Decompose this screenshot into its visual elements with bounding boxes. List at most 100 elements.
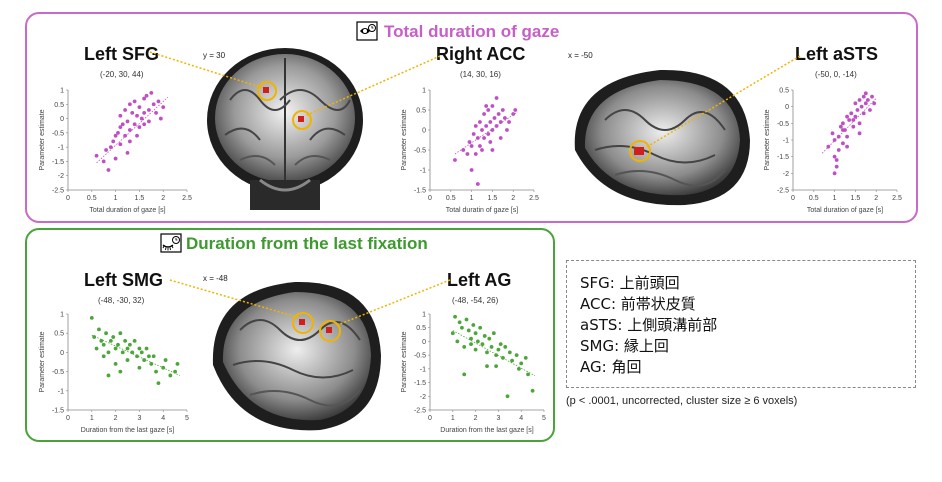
data-point <box>151 354 156 359</box>
data-point <box>514 353 519 358</box>
data-point <box>104 148 108 152</box>
data-point <box>89 315 94 320</box>
y-axis-label: Parameter estimate <box>39 109 46 170</box>
data-point <box>450 331 455 336</box>
x-tick-label: 2.5 <box>182 195 192 202</box>
y-tick-label: -1 <box>420 168 426 175</box>
y-tick-label: -0.5 <box>52 369 64 376</box>
x-tick-label: 3 <box>496 415 500 422</box>
legend-line: aSTS: 上側頭溝前部 <box>580 316 718 334</box>
activation-cluster <box>298 116 304 122</box>
y-tick-label: 0.5 <box>54 102 64 109</box>
data-point <box>471 323 476 327</box>
data-point <box>845 134 849 139</box>
data-point <box>462 372 467 377</box>
region-coords: (-50, 0, -14) <box>815 70 857 79</box>
y-tick-label: -1.5 <box>414 380 426 387</box>
x-tick-label: 2.5 <box>892 195 902 202</box>
y-tick-label: -2 <box>420 394 426 401</box>
data-point <box>480 148 484 152</box>
data-point <box>158 116 163 121</box>
data-point <box>101 354 106 359</box>
data-point <box>475 136 480 140</box>
data-point <box>855 108 860 112</box>
y-tick-label: 0.5 <box>416 108 426 115</box>
y-tick-label: -0.5 <box>414 148 426 155</box>
data-point <box>453 314 457 319</box>
data-point <box>104 331 108 336</box>
data-point <box>111 139 116 144</box>
roi-circle <box>257 81 277 101</box>
eye-clock-icon <box>356 21 378 41</box>
legend-line: SFG: 上前頭回 <box>580 274 680 292</box>
data-point <box>863 91 868 96</box>
data-point <box>480 128 484 132</box>
connector-line <box>334 279 451 327</box>
data-point <box>106 168 111 172</box>
data-point <box>453 158 457 162</box>
data-point <box>494 96 499 100</box>
data-point <box>478 144 482 148</box>
data-point <box>142 96 147 101</box>
data-point <box>127 139 132 144</box>
data-point <box>496 112 501 116</box>
data-point <box>478 325 483 330</box>
roi-circle <box>292 110 312 130</box>
data-point <box>137 346 142 351</box>
abbreviation-legend <box>566 260 916 388</box>
data-point <box>161 105 166 110</box>
data-point <box>94 346 99 351</box>
slice-label: x = -48 <box>203 274 228 283</box>
data-point <box>465 152 470 156</box>
region-name: Left SMG <box>84 270 163 290</box>
x-tick-label: 1 <box>451 415 455 422</box>
data-point <box>519 361 524 366</box>
x-tick-label: 0 <box>66 415 70 422</box>
data-point <box>154 369 158 374</box>
x-tick-label: 5 <box>185 415 189 422</box>
x-tick-label: 0 <box>428 415 432 422</box>
data-point <box>156 99 161 104</box>
data-point <box>125 119 130 124</box>
data-point <box>507 120 511 124</box>
data-point <box>473 152 478 156</box>
data-point <box>139 116 144 121</box>
connector-line <box>169 279 301 319</box>
data-point <box>108 145 113 150</box>
data-point <box>132 99 137 104</box>
data-point <box>505 128 509 132</box>
data-point <box>832 154 837 159</box>
data-point <box>488 140 493 144</box>
data-point <box>841 141 845 146</box>
y-tick-label: -0.5 <box>52 130 64 137</box>
y-tick-label: 0 <box>422 339 426 346</box>
data-point <box>101 342 106 347</box>
y-axis-label: Parameter estimate <box>39 331 46 392</box>
data-point <box>523 355 528 360</box>
y-tick-label: -2 <box>783 171 789 178</box>
y-tick-label: -0.5 <box>414 353 426 360</box>
y-tick-label: 1 <box>422 312 426 319</box>
data-point <box>120 350 125 355</box>
data-point <box>467 140 472 144</box>
data-point <box>118 369 123 374</box>
data-point <box>501 355 505 360</box>
data-point <box>526 372 530 377</box>
data-point <box>466 328 471 333</box>
data-point <box>464 317 469 322</box>
y-tick-label: -1.5 <box>777 154 789 161</box>
data-point <box>142 122 147 127</box>
data-point <box>486 108 491 112</box>
data-point <box>173 369 178 374</box>
data-point <box>144 93 149 98</box>
data-point <box>834 164 839 169</box>
x-tick-label: 1 <box>470 195 474 202</box>
data-point <box>502 116 507 120</box>
x-axis-label: Duration from the last gaze [s] <box>81 427 174 434</box>
y-tick-label: 0 <box>60 116 64 123</box>
data-point <box>849 111 854 116</box>
y-tick-label: 0.5 <box>416 325 426 332</box>
